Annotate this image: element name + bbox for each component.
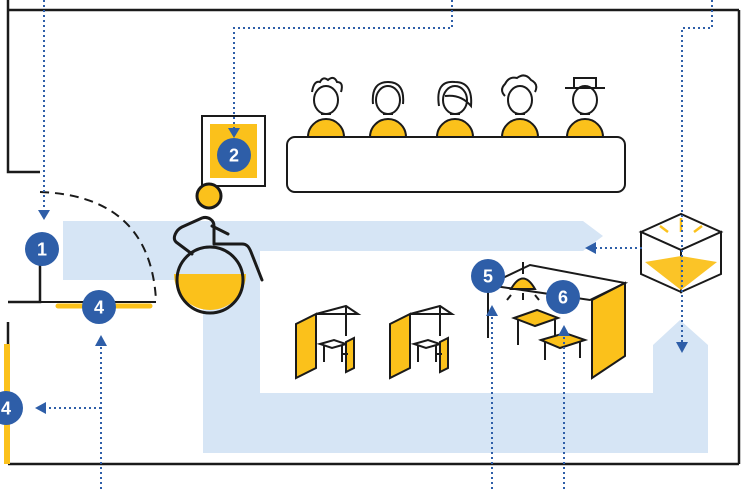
- panel-table: [286, 136, 626, 193]
- leader-signage: [233, 0, 453, 128]
- badge-accessible-table: 6: [546, 280, 580, 314]
- svg-text:1: 1: [37, 240, 47, 260]
- booth-icon: [389, 304, 456, 380]
- svg-text:6: 6: [558, 288, 568, 308]
- person-curly-icon: [306, 76, 346, 138]
- badge-tactile-strip-b: 4: [0, 391, 23, 425]
- arrowhead: [95, 335, 107, 346]
- pendant-lamp-icon: [506, 262, 540, 301]
- badge-tactile-strip-a: 4: [82, 290, 116, 324]
- leader-arrowheads: [35, 128, 688, 414]
- arrowhead: [35, 402, 46, 414]
- badge-lighting: 5: [471, 259, 505, 293]
- person-hat-icon: [565, 77, 605, 138]
- leader-right: [681, 0, 713, 342]
- arrowhead: [558, 325, 570, 336]
- arrowhead: [38, 210, 50, 220]
- badge-signage: 2: [217, 138, 251, 172]
- arrowhead: [676, 342, 688, 353]
- booth-icon: [295, 304, 362, 380]
- svg-text:5: 5: [483, 267, 493, 287]
- arrowhead: [585, 242, 596, 254]
- person-wavy-hair-icon: [435, 80, 475, 138]
- svg-text:4: 4: [94, 298, 104, 318]
- panel-people: [306, 74, 605, 138]
- svg-text:2: 2: [229, 146, 239, 166]
- svg-text:4: 4: [1, 399, 11, 419]
- wheelchair-user-icon: [172, 182, 264, 315]
- leader-lines: [43, 0, 713, 489]
- accessible-table: [511, 308, 589, 360]
- person-afro-icon: [500, 74, 540, 138]
- person-long-hair-icon: [368, 80, 408, 138]
- light-cube-icon: [638, 212, 724, 294]
- badge-entrance-door: 1: [25, 232, 59, 266]
- wall-top-left: [6, 0, 40, 174]
- arrowhead: [228, 128, 240, 138]
- arrowhead: [486, 305, 498, 316]
